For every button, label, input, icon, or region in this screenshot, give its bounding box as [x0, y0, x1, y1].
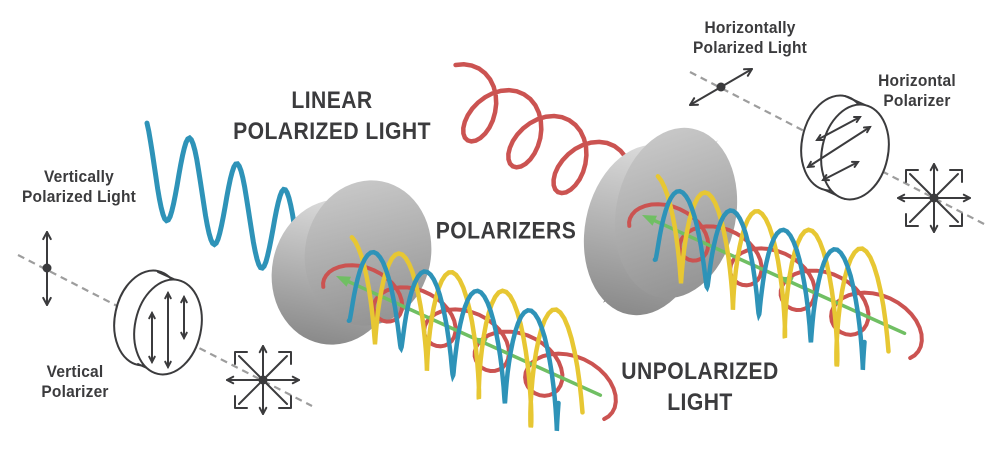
v-polarizer-line2: Polarizer — [41, 383, 109, 401]
beam-blue-wave — [652, 188, 867, 371]
vertical-pass-axis-arrows — [148, 290, 188, 370]
h-pol-light-line2: Polarized Light — [693, 39, 807, 57]
polarizers-label: POLARIZERS — [436, 216, 577, 247]
unpolarized-label-line1: UNPOLARIZED — [621, 358, 779, 385]
h-polarizer-line1: Horizontal — [878, 72, 956, 90]
horizontal-polarizer-disk-icon — [800, 94, 890, 201]
beam-red-wave — [627, 202, 924, 360]
unpolarized-label-line2: LIGHT — [667, 389, 733, 416]
unpolarized-light-star-icon — [226, 345, 300, 415]
beam-yellow-wave — [349, 235, 585, 428]
v-pol-light-line2: Polarized Light — [22, 188, 136, 206]
v-polarizer-line1: Vertical — [46, 363, 104, 381]
polarizers-label-text: POLARIZERS — [435, 217, 577, 245]
horizontal-polarization-icon — [689, 68, 753, 106]
vertical-polarizer-disk-icon — [113, 269, 203, 376]
linear-label-line2: POLARIZED LIGHT — [233, 118, 431, 145]
horizontal-polarizer-label: Horizontal Polarizer — [878, 71, 956, 111]
vertical-polarization-icon — [42, 231, 52, 306]
beam-yellow-wave — [655, 174, 891, 367]
unpolarized-beam-1 — [321, 235, 618, 432]
vertical-polarizer-label: Vertical Polarizer — [41, 362, 108, 402]
h-polarizer-line2: Polarizer — [883, 92, 951, 110]
horizontal-pass-axis-arrows — [806, 116, 872, 182]
right-propagation-axis-dashed — [689, 71, 989, 227]
beam-blue-wave — [346, 249, 561, 432]
disk-top-edge — [844, 95, 866, 106]
linear-label-line1: LINEAR — [291, 87, 373, 114]
v-pol-light-line1: Vertically — [43, 168, 115, 186]
unpolarized-light-label: UNPOLARIZED LIGHT — [621, 356, 778, 418]
unpolarized-light-star-icon — [897, 163, 971, 233]
vertically-polarized-light-label: Vertically Polarized Light — [22, 167, 136, 207]
linear-polarized-light-label: LINEAR POLARIZED LIGHT — [233, 85, 431, 147]
unpolarized-beam-2 — [627, 174, 924, 371]
polarizer-disk-2 — [583, 127, 738, 316]
horizontally-polarized-light-label: Horizontally Polarized Light — [693, 18, 807, 58]
beam-red-wave — [321, 263, 618, 421]
h-pol-light-line1: Horizontally — [704, 19, 796, 37]
